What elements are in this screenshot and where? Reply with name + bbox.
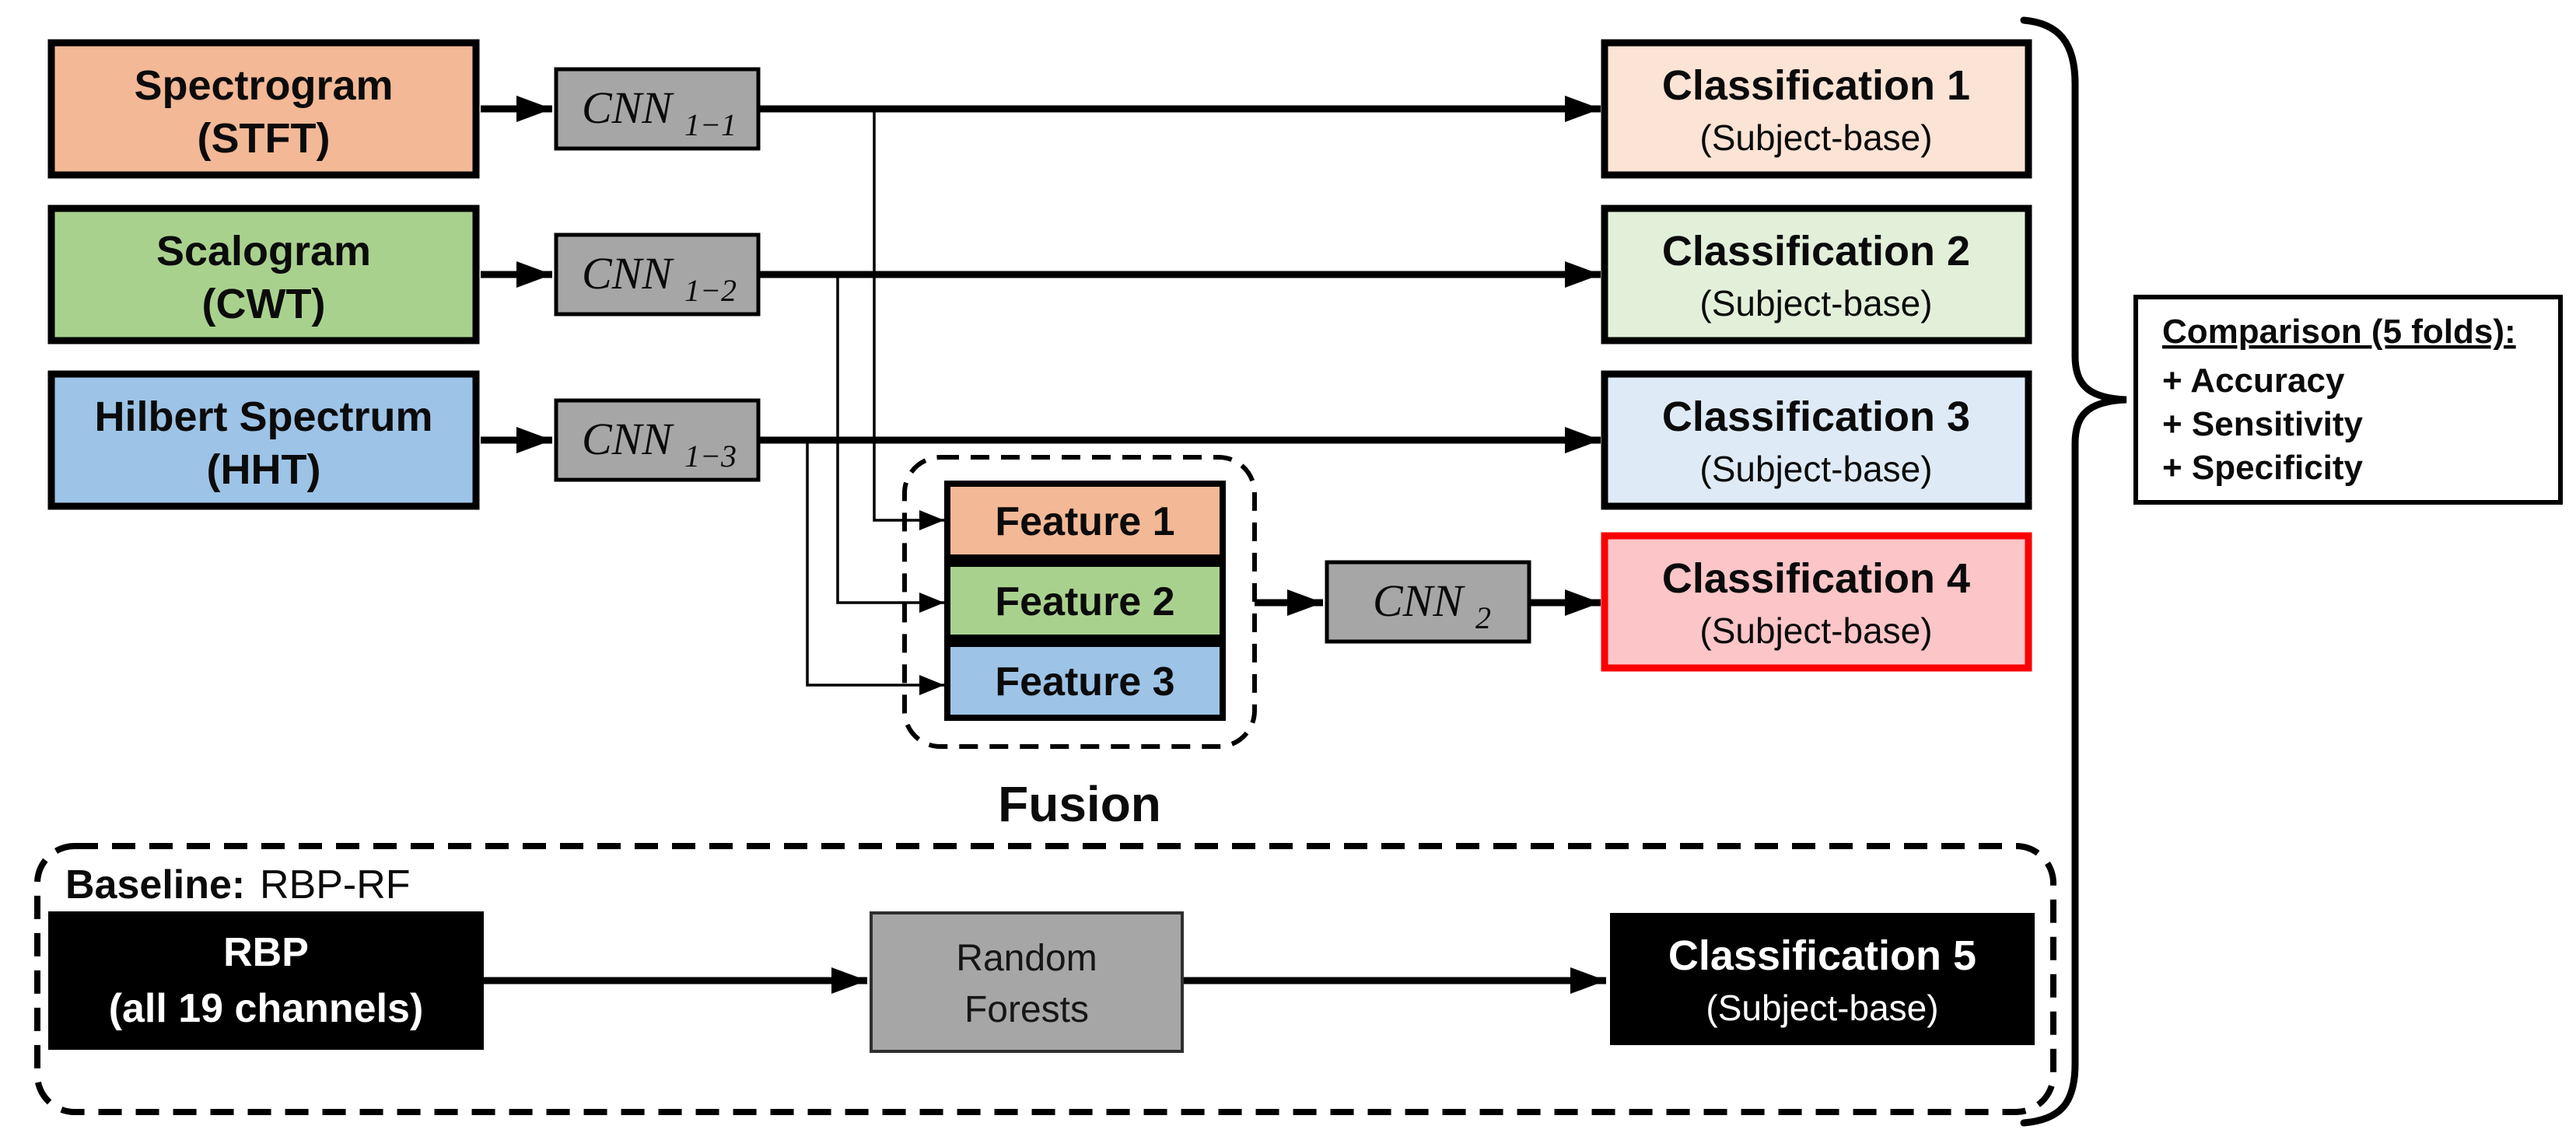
classification1-title: Classification 1 [1662, 62, 1970, 109]
cnn2-subscript: 2 [1475, 600, 1491, 635]
classification4-box [1601, 532, 2032, 672]
branch-cnn11-to-feature1 [873, 112, 944, 530]
input-subtitle-scalogram: (CWT) [202, 281, 326, 327]
fusion-dashed-border [902, 455, 1257, 749]
cnn2-box [1325, 560, 1531, 644]
cnn13-box [554, 398, 761, 482]
feature2-box [944, 561, 1226, 641]
random-forests-label-line2: Forests [964, 989, 1089, 1030]
input-title-scalogram: Scalogram [156, 228, 371, 275]
classification5-title: Classification 5 [1668, 932, 1976, 979]
comparison-title: Comparison (5 folds): [2162, 313, 2516, 351]
fusion-label: Fusion [998, 776, 1161, 832]
classification5-subtitle: (Subject-base) [1706, 988, 1938, 1028]
classification3-subtitle: (Subject-base) [1699, 449, 1932, 489]
feature1-label: Feature 1 [995, 499, 1174, 544]
cnn2-label: CNN [1373, 575, 1465, 626]
feature3-label: Feature 3 [995, 659, 1174, 705]
classification4-title: Classification 4 [1662, 555, 1970, 602]
feature2-label: Feature 2 [995, 579, 1174, 624]
input-title-hilbert: Hilbert Spectrum [94, 393, 432, 440]
comparison-item-sensitivity: + Sensitivity [2162, 405, 2364, 443]
rbp-subtitle: (all 19 channels) [109, 986, 424, 1031]
pipeline-row-scalogram: Scalogram (CWT) CNN 1−2 Classification 2… [47, 205, 2032, 344]
random-forests-box [870, 911, 1184, 1053]
input-subtitle-spectrogram: (STFT) [198, 115, 331, 162]
rbp-box [48, 911, 484, 1050]
classification2-title: Classification 2 [1662, 228, 1970, 275]
cnn12-subscript: 1−2 [684, 273, 737, 308]
comparison-group: Comparison (5 folds): + Accuracy + Sensi… [2133, 295, 2563, 505]
cnn13-subscript: 1−3 [684, 439, 737, 474]
input-box-hilbert [47, 370, 480, 510]
branch-cnn12-to-feature2 [836, 278, 944, 613]
comparison-item-specificity: + Specificity [2162, 449, 2364, 487]
classification4-subtitle: (Subject-base) [1699, 610, 1932, 651]
comparison-brace [2020, 16, 2127, 1127]
cnn12-label: CNN [582, 248, 674, 299]
classification1-subtitle: (Subject-base) [1699, 117, 1932, 158]
baseline-group: Baseline: RBP-RF RBP (all 19 channels) R… [48, 862, 2035, 1053]
classification3-box [1601, 370, 2032, 510]
classification1-box [1601, 39, 2032, 179]
baseline-group-border [34, 843, 2056, 1115]
classification2-subtitle: (Subject-base) [1699, 283, 1932, 323]
rbp-title: RBP [223, 930, 309, 975]
classification3-title: Classification 3 [1662, 393, 1970, 440]
comparison-item-accuracy: + Accuracy [2162, 362, 2345, 400]
cnn11-box [554, 67, 761, 151]
input-title-spectrogram: Spectrogram [134, 62, 393, 109]
input-box-scalogram [47, 205, 480, 344]
classification5-box [1610, 913, 2035, 1045]
pipeline-row-hilbert: Hilbert Spectrum (HHT) CNN 1−3 Classific… [47, 370, 2032, 510]
cnn12-box [554, 233, 761, 316]
comparison-box [2133, 295, 2563, 505]
baseline-label-method: RBP-RF [260, 862, 411, 907]
random-forests-label-line1: Random [956, 938, 1097, 979]
connector-lines [481, 96, 1606, 994]
feature1-box [944, 481, 1226, 561]
cnn13-label: CNN [582, 414, 674, 464]
pipeline-row-spectrogram: Spectrogram (STFT) CNN 1−1 Classificatio… [47, 39, 2032, 179]
cnn11-label: CNN [582, 82, 674, 133]
input-box-spectrogram [47, 39, 480, 179]
cnn11-subscript: 1−1 [684, 107, 737, 142]
classification2-box [1601, 205, 2032, 344]
input-subtitle-hilbert: (HHT) [207, 446, 321, 493]
branch-cnn13-to-feature3 [806, 443, 944, 695]
baseline-label-bold: Baseline: [65, 862, 245, 907]
feature3-box [944, 641, 1226, 721]
fusion-group: Feature 1 Feature 2 Feature 3 Fusion CNN… [902, 455, 2032, 832]
